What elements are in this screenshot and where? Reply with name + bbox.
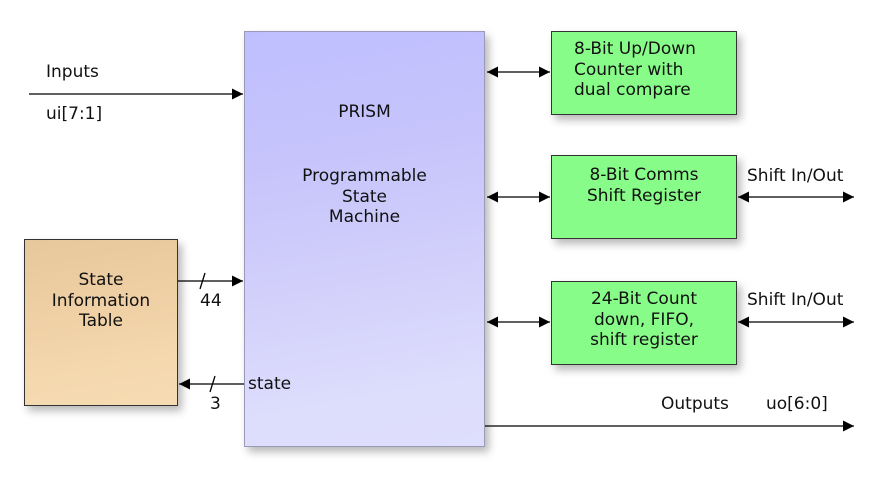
fifo-block-label: 24-Bit Count down, FIFO, shift register <box>552 289 736 351</box>
state-table-label-line: Table <box>79 311 123 331</box>
bus-width-slash-3 <box>209 375 216 393</box>
state-label: state <box>248 374 292 394</box>
fifo-block-label-line: shift register <box>590 330 698 350</box>
counter-block-label-line: 8-Bit Up/Down <box>574 39 696 59</box>
prism-subtitle-line: Machine <box>328 207 401 227</box>
comms-block-label: 8-Bit Comms Shift Register <box>552 165 736 206</box>
state-table-label-line: State <box>78 270 124 290</box>
prism-subtitle-line: State <box>342 186 387 207</box>
shift-in-out-label-1: Shift In/Out <box>747 166 844 186</box>
count-fifo-block: 24-Bit Count down, FIFO, shift register <box>551 281 737 365</box>
state-information-table-block: State Information Table <box>24 239 178 406</box>
prism-title: PRISM <box>338 102 391 122</box>
comms-block-label-line: Shift Register <box>586 185 702 206</box>
outputs-label: Outputs <box>661 394 729 414</box>
outputs-bus-label: uo[6:0] <box>766 394 828 414</box>
comms-block-label-line: 8-Bit Comms <box>589 165 699 185</box>
counter-block-label-line: dual compare <box>574 80 691 100</box>
state-table-label-line: Information <box>51 290 151 311</box>
state-table-label: State Information Table <box>25 270 177 332</box>
fifo-block-label-line: down, FIFO, <box>593 309 695 330</box>
prism-block: PRISM Programmable State Machine <box>244 31 485 447</box>
inputs-bus-label: ui[7:1] <box>46 104 103 124</box>
inputs-label: Inputs <box>46 62 99 82</box>
counter-block: 8-Bit Up/Down Counter with dual compare <box>551 31 737 115</box>
counter-block-label: 8-Bit Up/Down Counter with dual compare <box>574 39 736 101</box>
bus-width-44-label: 44 <box>200 291 222 311</box>
fifo-block-label-line: 24-Bit Count <box>590 289 698 309</box>
prism-subtitle-line: Programmable <box>302 166 427 186</box>
prism-subtitle: Programmable State Machine <box>245 166 484 228</box>
bus-width-3-label: 3 <box>210 394 221 414</box>
shift-in-out-label-2: Shift In/Out <box>747 290 844 310</box>
bus-width-slash-44 <box>199 272 206 290</box>
counter-block-label-line: Counter with <box>574 59 684 80</box>
comms-shift-register-block: 8-Bit Comms Shift Register <box>551 155 737 239</box>
